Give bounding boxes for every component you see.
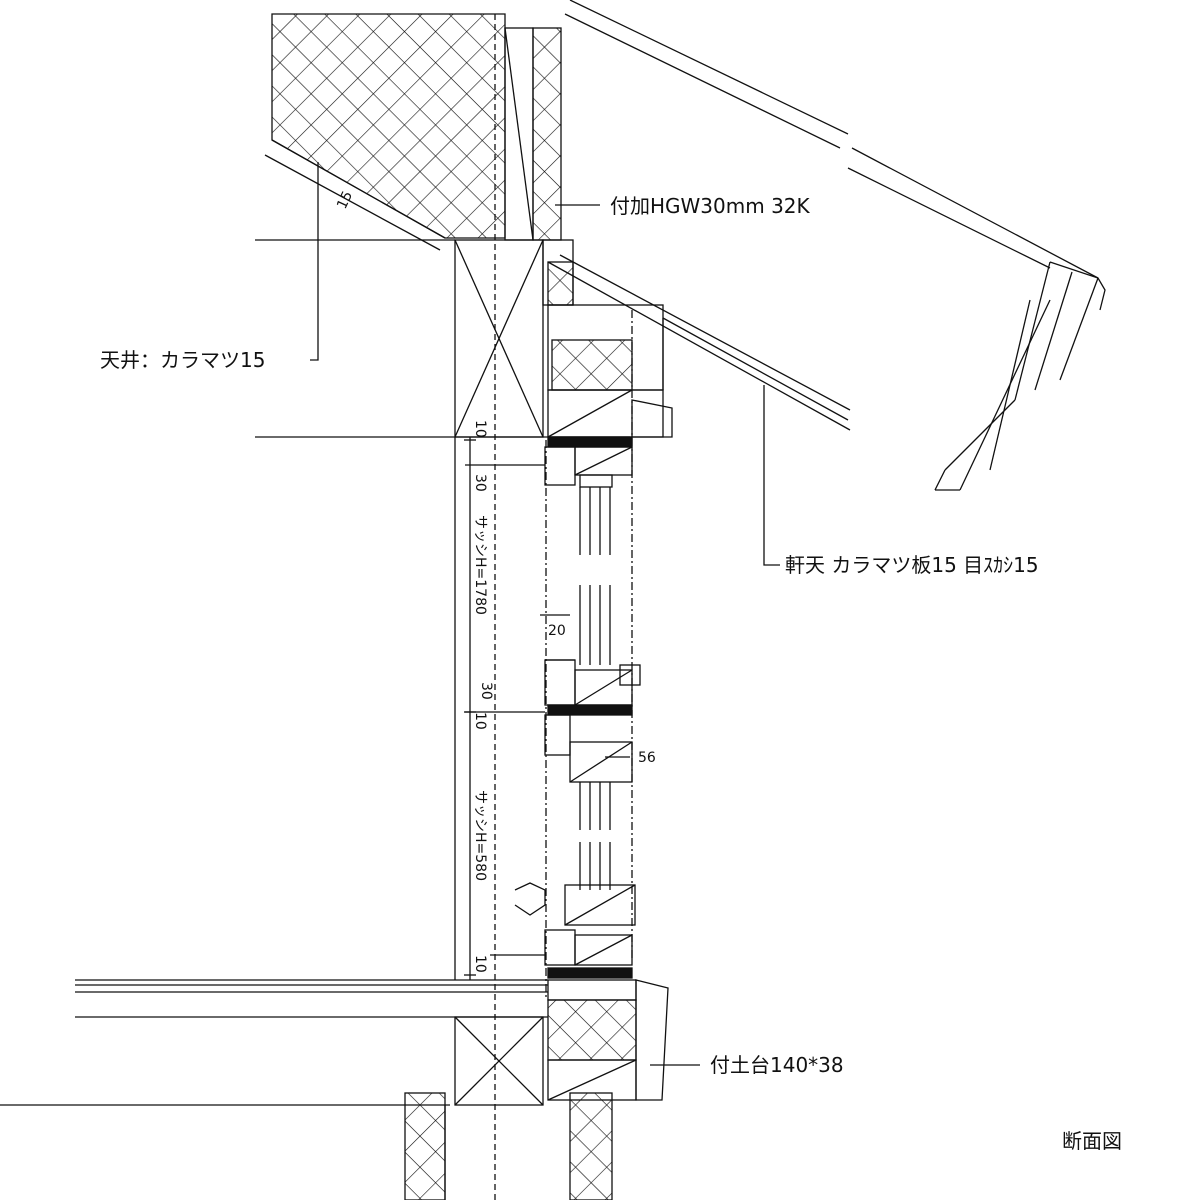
window-sill (514, 882, 636, 979)
top-beam (454, 239, 544, 438)
label-ceiling: 天井：カラマツ15 (100, 348, 265, 372)
sill-plate (547, 979, 669, 1101)
label-insulation: 付加HGW30mm 32K (610, 194, 811, 218)
mullion-frame (544, 659, 641, 783)
drawing-title: 断面図 (1062, 1129, 1122, 1153)
header-insulation (542, 239, 673, 438)
roof-insulation-block (264, 13, 506, 251)
floor-lines (0, 979, 548, 1106)
upper-glass (579, 487, 611, 665)
dim-bottom-gap: 10 (472, 955, 488, 973)
roof-boards (564, 0, 1106, 491)
dim-top-gap: 10 (472, 420, 488, 438)
upper-studs (504, 27, 562, 241)
dim-sash-lower: サッシH=580 (472, 790, 488, 881)
slope-15-label: 15 (334, 189, 356, 212)
foundation (404, 1092, 613, 1200)
leader-ceiling (310, 162, 319, 361)
label-soffit: 軒天 カラマツ板15 目ｽｶｼ15 (785, 553, 1039, 577)
dim-mullion-gap: 10 (472, 712, 488, 730)
leader-soffit (763, 385, 780, 566)
dim-mullion-frame: 30 (478, 682, 494, 700)
dim-frame-20: 20 (548, 623, 566, 639)
window-head (544, 436, 633, 488)
dimension-line (464, 437, 575, 980)
label-sill: 付土台140*38 (710, 1053, 844, 1077)
dim-top-frame: 30 (472, 474, 488, 492)
dim-sash-upper: サッシH=1780 (472, 515, 488, 615)
dim-frame-56: 56 (638, 750, 656, 766)
floor-beam (454, 1016, 544, 1106)
soffit-slope (547, 254, 851, 431)
lower-glass (579, 782, 611, 890)
